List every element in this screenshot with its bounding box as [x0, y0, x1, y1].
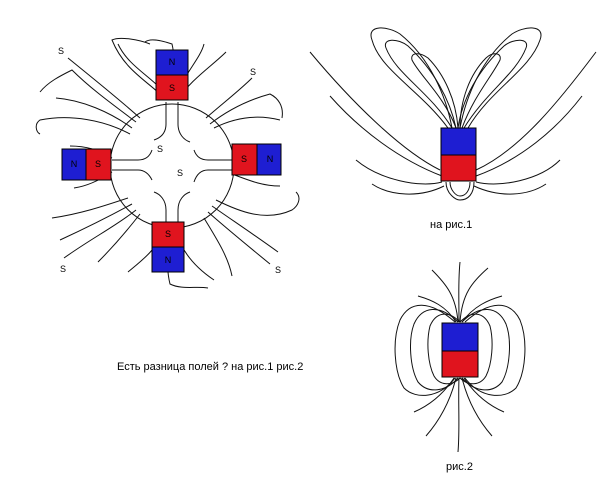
outer-s-label: S — [250, 67, 256, 77]
south-label: S — [165, 229, 171, 239]
north-label: N — [267, 154, 274, 164]
ring-magnet-left: N S — [61, 148, 112, 181]
fig1-field-lines — [309, 27, 597, 201]
north-label: N — [165, 255, 172, 265]
outer-s-label: S — [60, 264, 66, 274]
south-label: S — [169, 83, 175, 93]
north-label: N — [169, 57, 176, 67]
ring-assembly: N S N S S N S N S S S S S S — [35, 37, 300, 289]
ring-circle — [109, 103, 235, 229]
figure-2: рис.2 — [394, 261, 526, 473]
north-label: N — [71, 159, 78, 169]
outer-s-label: S — [275, 265, 281, 275]
figure-1: на рис.1 — [309, 27, 597, 231]
fig2-caption: рис.2 — [446, 461, 473, 473]
inner-s-label: S — [157, 144, 163, 154]
ring-field-lines — [35, 37, 300, 289]
inner-s-label: S — [177, 168, 183, 178]
fig2-field-lines — [394, 261, 526, 453]
ring-magnet-top: N S — [155, 49, 189, 101]
outer-s-label: S — [58, 46, 64, 56]
south-label: S — [241, 154, 247, 164]
south-label: S — [95, 159, 101, 169]
ring-magnet-bottom: S N — [151, 221, 185, 273]
ring-magnet-right: S N — [231, 143, 282, 176]
question-text: Есть разница полей ? на рис.1 рис.2 — [117, 361, 303, 373]
fig1-caption: на рис.1 — [430, 219, 472, 231]
